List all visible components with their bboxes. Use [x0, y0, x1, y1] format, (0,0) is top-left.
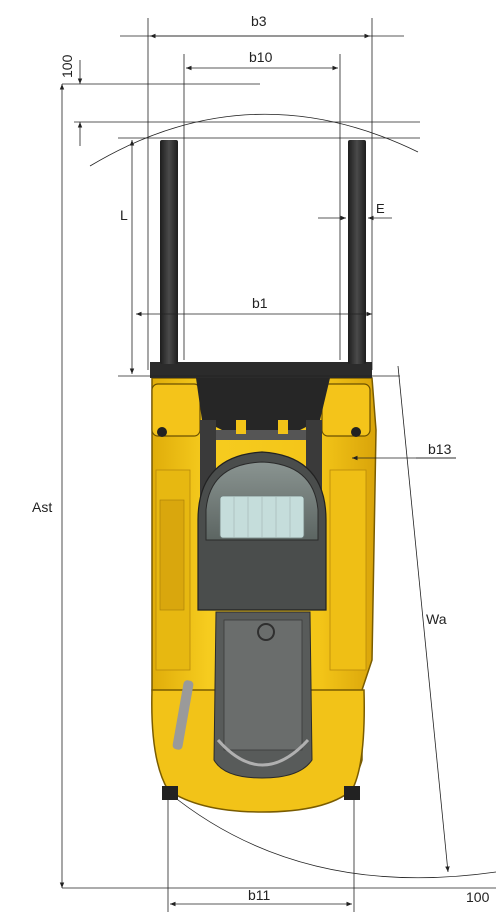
- mast-assembly: [196, 378, 330, 430]
- dim-label-l: L: [120, 207, 128, 223]
- side-vent-left: [159, 499, 185, 611]
- tilt-cylinder-right: [278, 420, 288, 434]
- steering-wheel-icon: [257, 623, 275, 641]
- side-panel-right: [329, 469, 367, 671]
- front-fender-left: [151, 383, 201, 437]
- front-fender-right: [321, 383, 371, 437]
- dim-label-b10: b10: [249, 49, 273, 65]
- dim-label-wa: Wa: [426, 611, 447, 627]
- mast-crossbar: [216, 430, 306, 440]
- dim-label-b3: b3: [251, 13, 267, 29]
- dimension-lines: [59, 18, 496, 912]
- dim-label-clearance-bottom: 100: [466, 889, 490, 905]
- fork-left: [160, 140, 178, 364]
- exhaust-pipe: [172, 680, 194, 750]
- dim-label-clearance-top: 100: [59, 54, 75, 78]
- tilt-cylinder-left: [236, 420, 246, 434]
- dim-label-ast: Ast: [32, 499, 53, 515]
- dim-label-b1: b1: [252, 295, 268, 311]
- dim-label-e: E: [376, 201, 385, 216]
- dim-label-b11: b11: [248, 887, 271, 903]
- dim-label-b13: b13: [428, 441, 452, 457]
- seat-handle: [216, 738, 310, 767]
- floor-plate: [223, 619, 303, 751]
- carriage-bar: [150, 362, 372, 378]
- fork-right: [348, 140, 366, 364]
- rear-wheel-right: [344, 786, 360, 800]
- truck-body: [150, 362, 377, 813]
- bolt-right: [351, 427, 361, 437]
- bolt-left: [157, 427, 167, 437]
